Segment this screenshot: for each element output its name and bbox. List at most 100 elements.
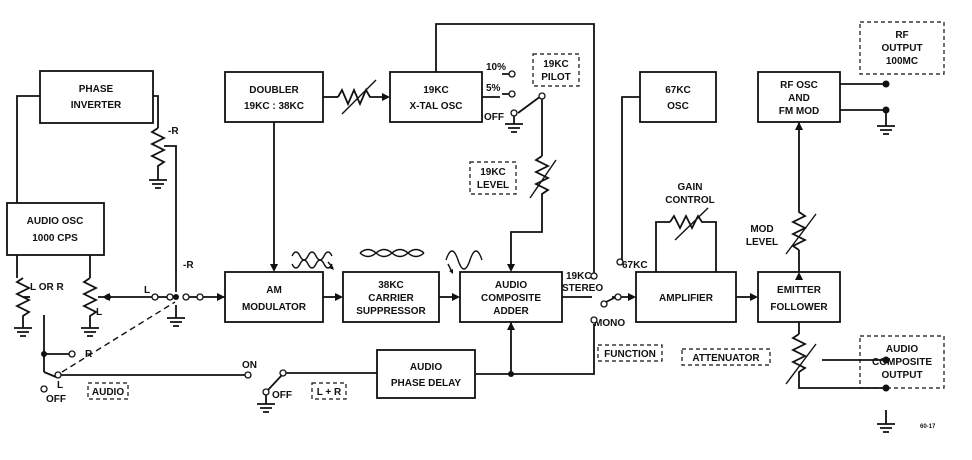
adder-label-1: AUDIO — [495, 280, 527, 291]
rf-output-label-1: RF — [895, 30, 908, 41]
on-label: ON — [242, 360, 257, 371]
off-pilot-label: OFF — [484, 112, 504, 123]
doubler-label-1: DOUBLER — [249, 85, 299, 96]
phase-inverter-label-1: PHASE — [79, 84, 114, 95]
ground-icon — [81, 322, 99, 337]
xtal-osc-label-2: X-TAL OSC — [410, 101, 463, 112]
rf-osc-label-2: AND — [788, 93, 810, 104]
level-label-box: 19KC LEVEL — [469, 161, 517, 195]
xtal-osc-block: 19KC X-TAL OSC — [389, 71, 483, 123]
function-label: FUNCTION — [604, 349, 656, 360]
audio-osc-block: AUDIO OSC 1000 CPS — [6, 202, 105, 256]
xtal-osc-label-1: 19KC — [423, 85, 449, 96]
attenuator-label-box: ATTENUATOR — [681, 348, 771, 366]
am-modulator-label-2: MODULATOR — [242, 302, 307, 313]
am-modulator-label-1: AM — [266, 285, 282, 296]
audio-composite-adder-block: AUDIO COMPOSITE ADDER — [459, 271, 563, 323]
audio-osc-label-2: 1000 CPS — [32, 233, 78, 244]
neg-r-mid-label: -R — [183, 260, 194, 271]
rf-output-label-2: OUTPUT — [881, 43, 922, 54]
mono-label: MONO — [594, 318, 625, 329]
audio-label-box: AUDIO — [87, 382, 129, 400]
phase-delay-label-2: PHASE DELAY — [391, 378, 462, 389]
am-waveform-icon — [291, 251, 334, 270]
pilot-level-switch — [508, 70, 546, 117]
rf-osc-label-3: FM MOD — [779, 106, 820, 117]
mod-level-label-2: LEVEL — [746, 237, 778, 248]
osc-67kc-label-1: 67KC — [665, 85, 691, 96]
emitter-follower-label-2: FOLLOWER — [770, 302, 828, 313]
stereo-label: STEREO — [562, 283, 603, 294]
ground-icon — [505, 116, 523, 133]
l-or-r-potentiometer — [14, 277, 32, 322]
ground-icon — [257, 394, 275, 413]
phase-delay-label-1: AUDIO — [410, 362, 442, 373]
audio-composite-output-label-box: AUDIO COMPOSITE OUTPUT — [859, 335, 945, 389]
audio-output-label-3: OUTPUT — [881, 370, 922, 381]
ground-icon — [14, 322, 32, 337]
ground-icon — [167, 305, 185, 327]
l-potentiometer — [81, 277, 99, 322]
pilot-label-2: PILOT — [541, 72, 570, 83]
sw-67kc-label: 67KC — [622, 260, 648, 271]
pilot-label-box: 19KC PILOT — [532, 53, 580, 87]
junction-dots — [173, 294, 514, 377]
adder-label-2: COMPOSITE — [481, 293, 541, 304]
gain-control-label-2: CONTROL — [665, 195, 714, 206]
output-terminals — [882, 80, 890, 392]
stereo-19kc-label: 19KC — [566, 271, 592, 282]
function-label-box: FUNCTION — [597, 344, 663, 362]
amplifier-label: AMPLIFIER — [659, 293, 714, 304]
neg-r-potentiometer — [149, 127, 167, 178]
carrier-suppressor-block: 38KC CARRIER SUPPRESSOR — [342, 271, 440, 323]
signal-arrows — [102, 93, 803, 330]
ground-icon — [877, 410, 895, 433]
pct-10-label: 10% — [486, 62, 506, 73]
l-switch-label: L — [144, 285, 150, 296]
neg-r-top-label: -R — [168, 126, 179, 137]
amplifier-block: AMPLIFIER — [635, 271, 737, 323]
l-or-r-label: L OR R — [30, 282, 64, 293]
wiring — [16, 23, 887, 389]
l-pot-label: L — [96, 307, 102, 318]
rf-osc-fm-mod-block: RF OSC AND FM MOD — [757, 71, 841, 123]
doubler-block: DOUBLER 19KC : 38KC — [224, 71, 324, 123]
audio-selector-switch — [40, 350, 76, 393]
mod-level-label-1: MOD — [750, 224, 773, 235]
sine-waveform-icon — [445, 250, 483, 274]
l-audio-label: L — [57, 380, 63, 391]
l-plus-r-switch — [244, 369, 287, 396]
carrier-suppressor-label-2: CARRIER — [368, 293, 414, 304]
level-label-1: 19KC — [480, 167, 506, 178]
emitter-follower-label-1: EMITTER — [777, 285, 822, 296]
off-audio-label: OFF — [46, 394, 66, 405]
carrier-suppressor-label-1: 38KC — [378, 280, 404, 291]
l-plus-r-label: L + R — [317, 387, 342, 398]
audio-output-label-2: COMPOSITE — [872, 357, 932, 368]
attenuator-label: ATTENUATOR — [692, 353, 760, 364]
adder-label-3: ADDER — [493, 306, 529, 317]
audio-label: AUDIO — [92, 387, 124, 398]
off-lr-label: OFF — [272, 390, 292, 401]
gain-control-label-1: GAIN — [678, 182, 703, 193]
osc-67kc-block: 67KC OSC — [639, 71, 717, 123]
ground-icon — [877, 122, 895, 135]
dsb-waveform-icon — [359, 248, 425, 258]
figure-code-label: 60-17 — [920, 424, 936, 430]
pilot-label-1: 19KC — [543, 59, 569, 70]
l-plus-r-label-box: L + R — [311, 382, 347, 400]
rf-osc-label-1: RF OSC — [780, 80, 818, 91]
audio-osc-label-1: AUDIO OSC — [27, 216, 84, 227]
level-label-2: LEVEL — [477, 180, 509, 191]
phase-inverter-block: PHASE INVERTER — [39, 70, 154, 124]
rf-output-label-3: 100MC — [886, 56, 918, 67]
osc-67kc-label-2: OSC — [667, 101, 689, 112]
rf-output-label-box: RF OUTPUT 100MC — [859, 21, 945, 75]
audio-phase-delay-block: AUDIO PHASE DELAY — [376, 349, 476, 399]
ground-icon — [149, 178, 167, 189]
carrier-suppressor-label-3: SUPPRESSOR — [356, 306, 426, 317]
function-switch — [580, 258, 624, 324]
phase-inverter-label-2: INVERTER — [71, 100, 122, 111]
pct-5-label: 5% — [486, 83, 501, 94]
audio-output-label-1: AUDIO — [886, 344, 918, 355]
